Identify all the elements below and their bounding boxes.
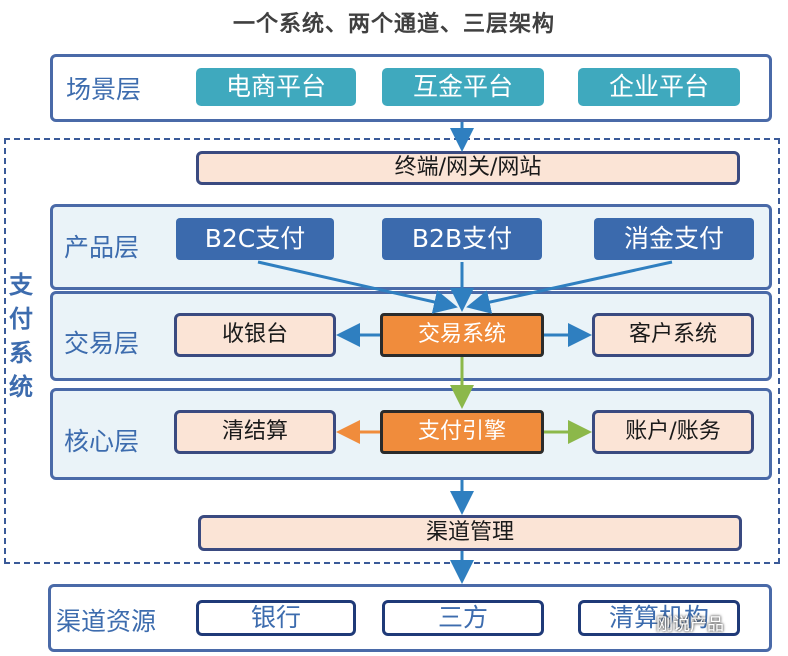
arrow-consumer-to-trade (466, 260, 673, 314)
product-layer-label: 产品层 (64, 233, 140, 262)
cashier-box: 收银台 (174, 313, 336, 357)
channel-management-box: 渠道管理 (198, 515, 742, 551)
product-b2c: B2C支付 (176, 218, 334, 260)
account-box: 账户/账务 (592, 410, 754, 454)
arrow-b2c-to-trade (257, 260, 458, 314)
payment-system-label: 支付系统 (9, 271, 33, 401)
product-consumer-finance: 消金支付 (594, 218, 754, 260)
scene-item-ecommerce: 电商平台 (196, 68, 356, 106)
payment-system-boundary (4, 138, 780, 564)
settlement-box: 清结算 (174, 410, 336, 454)
scene-layer-label: 场景层 (66, 75, 142, 104)
resource-bank: 银行 (196, 600, 356, 636)
core-layer-label: 核心层 (64, 427, 140, 456)
resources-label: 渠道资源 (56, 607, 157, 636)
customer-system-box: 客户系统 (592, 313, 754, 357)
trade-system-box: 交易系统 (380, 313, 544, 357)
product-b2b: B2B支付 (382, 218, 542, 260)
resource-clearing: 清算机构 (578, 600, 740, 636)
trade-layer-label: 交易层 (64, 329, 140, 358)
gateway-box: 终端/网关/网站 (196, 151, 740, 185)
diagram-title: 一个系统、两个通道、三层架构 (232, 12, 555, 37)
resource-third-party: 三方 (382, 600, 544, 636)
scene-item-enterprise: 企业平台 (578, 68, 740, 106)
scene-item-fintech: 互金平台 (382, 68, 544, 106)
payment-engine-box: 支付引擎 (380, 410, 544, 454)
watermark: 刚说产品 (656, 615, 724, 635)
